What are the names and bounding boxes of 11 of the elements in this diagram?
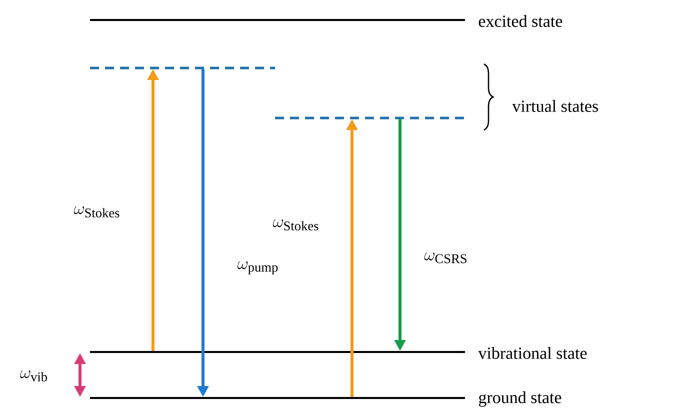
dashed-level-line [90, 66, 275, 70]
edge-label: $\omega_{\mathrm{Stokes}}$ [272, 219, 318, 230]
energy-level: vibrational state [90, 347, 587, 359]
dashed-level-line [275, 116, 465, 120]
energy-level: excited state [90, 15, 562, 27]
energy-level: ground state [90, 391, 562, 407]
edge-label: $\omega_{\mathrm{vib}}$ [20, 370, 48, 382]
edge-label: $\omega_{\mathrm{pump}}$ [238, 261, 278, 274]
edge-label: $\omega_{\mathrm{CSRS}}$ [424, 252, 466, 264]
level-label: virtual states [512, 100, 598, 112]
edge-label: $\omega_{\mathrm{Stokes}}$ [74, 206, 120, 218]
